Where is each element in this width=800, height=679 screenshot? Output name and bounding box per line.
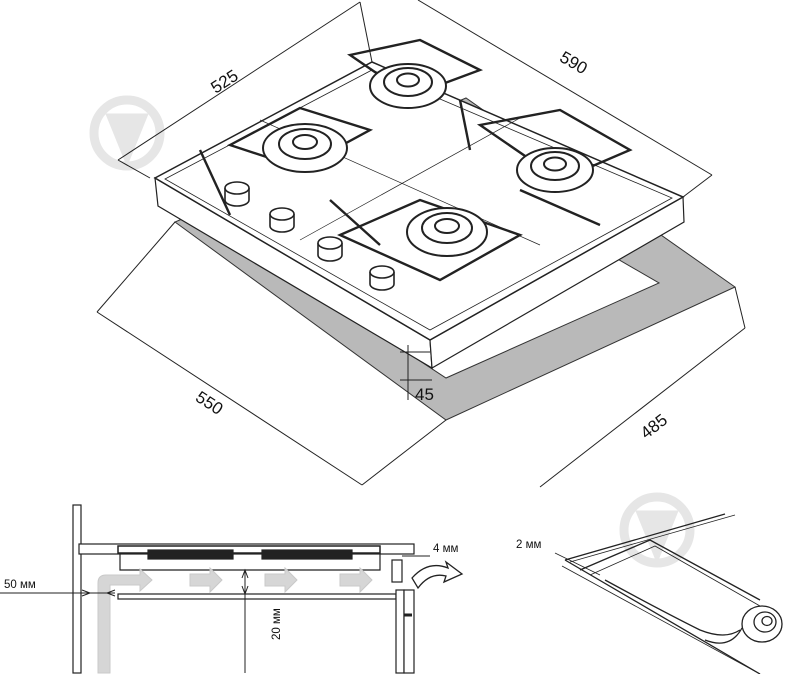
seal-view bbox=[554, 513, 783, 675]
knob bbox=[317, 236, 343, 262]
burner bbox=[369, 63, 447, 109]
knob bbox=[369, 265, 395, 291]
dim-cutout-depth-label: 485 bbox=[637, 410, 671, 442]
airflow-arrows bbox=[97, 566, 373, 674]
watermark-icon bbox=[619, 492, 695, 568]
exhaust-arrow bbox=[411, 560, 464, 590]
knob bbox=[269, 207, 295, 233]
watermark-icon bbox=[89, 95, 165, 171]
burner bbox=[516, 147, 594, 193]
side-view bbox=[72, 504, 415, 674]
side-dimension-lines bbox=[0, 555, 430, 673]
dim-depth-label: 525 bbox=[207, 66, 241, 97]
burner bbox=[262, 123, 348, 173]
dim-width-label: 590 bbox=[557, 48, 591, 79]
gap-50-label: 50 мм bbox=[4, 579, 36, 591]
dimension-lines bbox=[96, 0, 746, 488]
gap-4-label: 4 мм bbox=[433, 543, 458, 555]
hob bbox=[153, 38, 685, 370]
knob bbox=[224, 181, 250, 207]
gap-20-label: 20 мм bbox=[271, 608, 283, 640]
dim-cutout-width-label: 550 bbox=[192, 387, 226, 418]
seal-thickness-label: 2 мм bbox=[516, 539, 541, 551]
dim-height-label: 45 bbox=[415, 385, 434, 404]
burner bbox=[406, 207, 488, 257]
